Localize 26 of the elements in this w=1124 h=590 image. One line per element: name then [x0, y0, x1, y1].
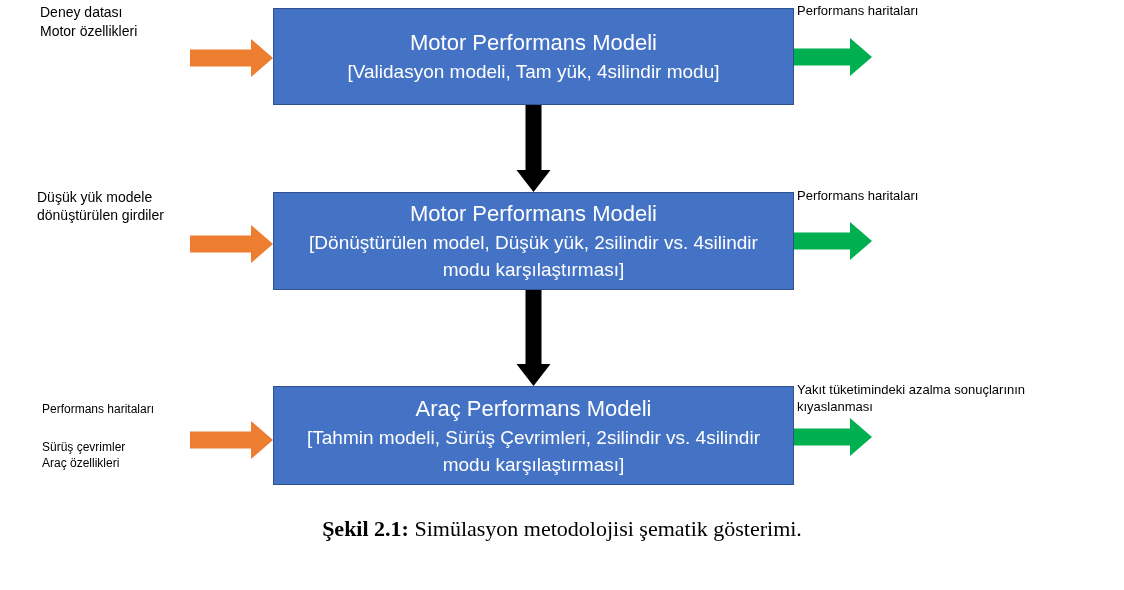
flow-label: Performans haritaları — [42, 402, 155, 418]
flow-label: Motor özellikleri — [40, 22, 138, 41]
arrow — [794, 418, 872, 456]
process-box — [273, 386, 794, 485]
box-description: [Validasyon modeli, Tam yük, 4silindir modu] — [347, 60, 720, 84]
box-title: Motor Performans Modeli — [410, 200, 657, 228]
arrow — [190, 225, 273, 263]
arrow — [190, 39, 273, 77]
flow-label: Performans haritaları — [797, 3, 919, 20]
process-box — [273, 192, 794, 290]
arrow — [516, 290, 551, 386]
arrow — [794, 38, 872, 76]
arrow — [516, 105, 551, 192]
box-description: [Dönüştürülen model, Düşük yük, 2silindir vs. 4silindir modu karşılaştırması] — [308, 231, 759, 282]
box-title: Araç Performans Modeli — [415, 394, 652, 423]
box-title: Motor Performans Modeli — [410, 29, 657, 57]
figure-caption: Şekil 2.1: Simülasyon metodolojisi şematik gösterimi. — [322, 515, 802, 543]
flow-label: Performans haritaları — [797, 188, 919, 205]
flow-label: Sürüş çevrimler Araç özellikleri — [42, 440, 127, 472]
flow-label: Düşük yük modele dönüştürülen girdiler — [37, 188, 165, 225]
flow-label: Yakıt tüketimindeki azalma sonuçlarının kıyaslanması — [797, 382, 1027, 416]
flow-label: Deney datası — [40, 3, 123, 22]
box-description: [Tahmin modeli, Sürüş Çevrimleri, 2silindir vs. 4silindir modu karşılaştırması] — [306, 425, 761, 477]
process-box — [273, 8, 794, 105]
arrow — [794, 222, 872, 260]
arrow — [190, 421, 273, 459]
